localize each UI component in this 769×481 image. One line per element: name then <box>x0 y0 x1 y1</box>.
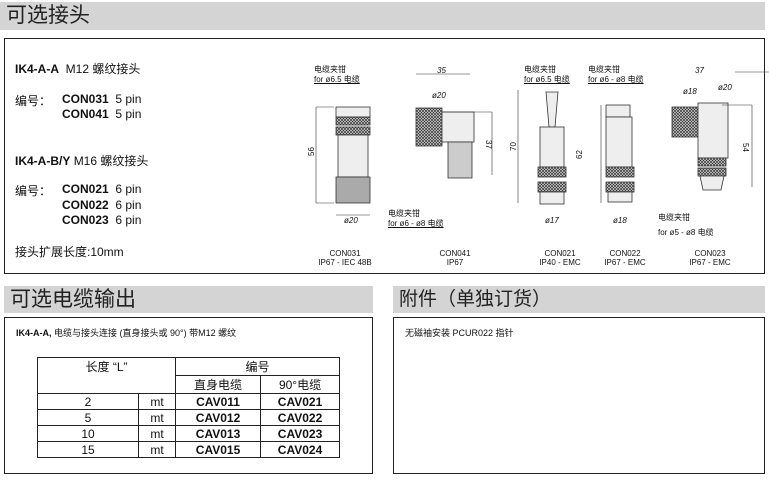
con021-dim-dia: ø17 <box>545 216 559 225</box>
con022-drawing <box>605 104 635 203</box>
con023-dim-height: 54 <box>740 143 750 152</box>
con021-dim-height: 70 <box>508 142 518 151</box>
con031-clamp: 电缆夹钳 <box>314 65 346 74</box>
con041-dim-width: 35 <box>437 66 446 75</box>
section-header-accessories: 附件（单独订货） <box>393 286 765 313</box>
con023-dim-dia2: ø20 <box>718 83 732 92</box>
con023-dim-dia1: ø18 <box>683 87 697 96</box>
group2-codes: CON021 6 pin CON022 6 pin CON023 6 pin <box>62 182 142 227</box>
con023-drawing <box>671 102 729 191</box>
connector-drawings <box>315 71 769 216</box>
group2-label: 编号： <box>15 184 52 198</box>
group1-label: 编号： <box>15 94 52 108</box>
con041-clamp: 电缆夹钳 <box>388 209 420 218</box>
accessory-item: 无磁袖安装 PCUR022 指针 <box>405 328 514 338</box>
group1-codes: CON031 5 pin CON041 5 pin <box>62 92 142 121</box>
cables-box <box>4 317 373 474</box>
con031-dim-height: 56 <box>306 147 316 156</box>
con023-clamp: 电缆夹钳 <box>658 213 690 222</box>
header-length: 长度 “L” <box>37 357 176 394</box>
con022-dim-dia: ø18 <box>613 216 627 225</box>
con031-drawing <box>335 106 371 204</box>
group2-title: IK4-A-B/Y M16 螺纹接头 <box>15 154 149 168</box>
header-90: 90°电缆 <box>260 375 340 394</box>
con022-clamp: 电缆夹钳 <box>588 65 620 74</box>
con021-clamp: 电缆夹钳 <box>524 65 556 74</box>
con021-drawing <box>537 91 567 205</box>
con023-dim-width: 37 <box>695 66 704 75</box>
section-header-cables: 可选电缆输出 <box>4 286 373 313</box>
extension-length: 接头扩展长度:10mm <box>15 245 124 259</box>
con023-clamp-for: for ø5 - ø8 电缆 <box>658 228 714 237</box>
con041-dim-dia: ø20 <box>432 91 446 100</box>
connectors-box <box>4 38 765 274</box>
con031-clamp-for: for ø6.5 电缆 <box>314 75 360 84</box>
con031-dim-dia: ø20 <box>344 216 358 225</box>
header-code: 编号 <box>175 357 340 376</box>
group1-title: IK4-A-A M12 螺纹接头 <box>15 62 141 76</box>
con022-dim-height: 62 <box>574 150 584 159</box>
con041-clamp-for: for ø6 - ø8 电缆 <box>388 219 444 228</box>
con041-dim-height: 37 <box>483 140 493 149</box>
accessories-box <box>393 317 765 474</box>
con041-drawing <box>415 107 475 179</box>
con021-clamp-for: for ø6.5 电缆 <box>524 75 570 84</box>
header-straight: 直身电缆 <box>174 375 262 394</box>
section-header-connectors: 可选接头 <box>0 2 765 30</box>
cable-description: IK4-A-A, 电缆与接头连接 (直身接头或 90°) 带M12 螺纹 <box>16 328 237 338</box>
con022-clamp-for: for ø6 - ø8 电缆 <box>588 75 644 84</box>
